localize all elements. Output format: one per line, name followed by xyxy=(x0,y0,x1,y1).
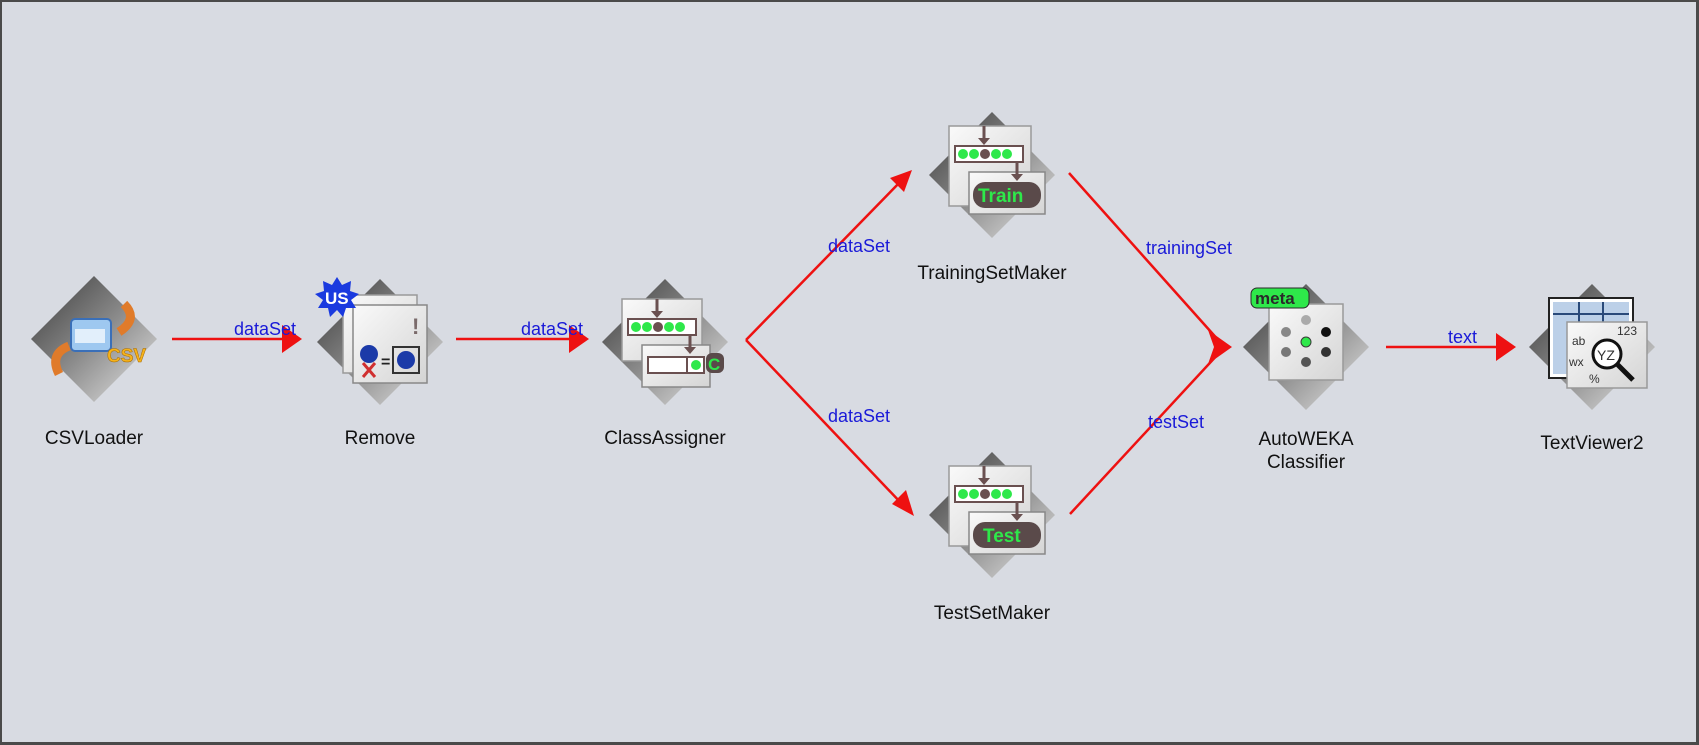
node-label: Remove xyxy=(344,428,416,449)
edge-label: dataSet xyxy=(828,406,890,426)
node-label: TestSetMaker xyxy=(933,603,1051,624)
class-assigner-icon: C xyxy=(602,279,728,405)
class-badge: C xyxy=(708,355,720,374)
edge-csvloader-remove[interactable]: dataSet xyxy=(172,319,302,353)
svg-text:wx: wx xyxy=(1568,355,1584,369)
node-label: CSVLoader xyxy=(44,428,144,449)
remove-filter-icon: ! = US xyxy=(315,277,443,405)
svg-text:123: 123 xyxy=(1617,324,1637,338)
node-trainingsetmaker[interactable]: Train TrainingSetMaker xyxy=(917,110,1067,290)
svg-text:YZ: YZ xyxy=(1597,347,1615,363)
edge-label: testSet xyxy=(1148,412,1204,432)
svg-text:=: = xyxy=(381,354,390,371)
train-badge: Train xyxy=(978,186,1023,207)
edge-label: dataSet xyxy=(521,319,583,339)
node-textviewer2[interactable]: ab 123 wx YZ % TextViewer2 xyxy=(1522,282,1662,462)
edge-trainingsetmaker-autoweka[interactable]: trainingSet xyxy=(1068,172,1232,343)
node-csvloader[interactable]: CSV CSVLoader xyxy=(24,274,164,454)
node-autoweka-classifier[interactable]: meta AutoWEKA Classifier xyxy=(1236,282,1376,482)
svg-text:%: % xyxy=(1589,372,1600,386)
node-remove[interactable]: ! = US Remove xyxy=(310,277,450,457)
test-set-maker-icon: Test xyxy=(929,452,1055,578)
edge-autoweka-textviewer[interactable]: text xyxy=(1386,327,1516,361)
svg-text:ab: ab xyxy=(1572,334,1586,348)
training-set-maker-icon: Train xyxy=(929,112,1055,238)
edge-label: dataSet xyxy=(234,319,296,339)
node-label: TextViewer2 xyxy=(1540,433,1644,454)
node-label-line2: Classifier xyxy=(1266,452,1346,473)
node-label: TrainingSetMaker xyxy=(917,263,1067,284)
test-badge: Test xyxy=(983,526,1021,547)
edge-remove-classassigner[interactable]: dataSet xyxy=(456,319,589,353)
edge-classassigner-trainingsetmaker[interactable]: dataSet xyxy=(745,170,912,341)
us-badge: US xyxy=(325,289,349,308)
edge-label: trainingSet xyxy=(1146,238,1232,258)
edge-label: dataSet xyxy=(828,236,890,256)
csv-badge: CSV xyxy=(107,346,146,367)
node-label-line1: AutoWEKA xyxy=(1258,429,1354,450)
edge-label: text xyxy=(1448,327,1477,347)
arrowhead-autoweka xyxy=(1208,330,1232,364)
node-label: ClassAssigner xyxy=(604,428,726,449)
meta-badge: meta xyxy=(1255,289,1295,308)
svg-text:!: ! xyxy=(412,314,419,339)
csv-loader-icon: CSV xyxy=(31,276,157,402)
edge-testsetmaker-autoweka[interactable]: testSet xyxy=(1069,351,1221,515)
edge-classassigner-testsetmaker[interactable]: dataSet xyxy=(745,339,914,516)
autoweka-classifier-icon: meta xyxy=(1243,284,1369,410)
node-testsetmaker[interactable]: Test TestSetMaker xyxy=(922,450,1062,630)
node-label: AutoWEKA Classifier xyxy=(1196,428,1416,474)
text-viewer-icon: ab 123 wx YZ % xyxy=(1529,284,1655,410)
node-classassigner[interactable]: C ClassAssigner xyxy=(595,277,735,457)
